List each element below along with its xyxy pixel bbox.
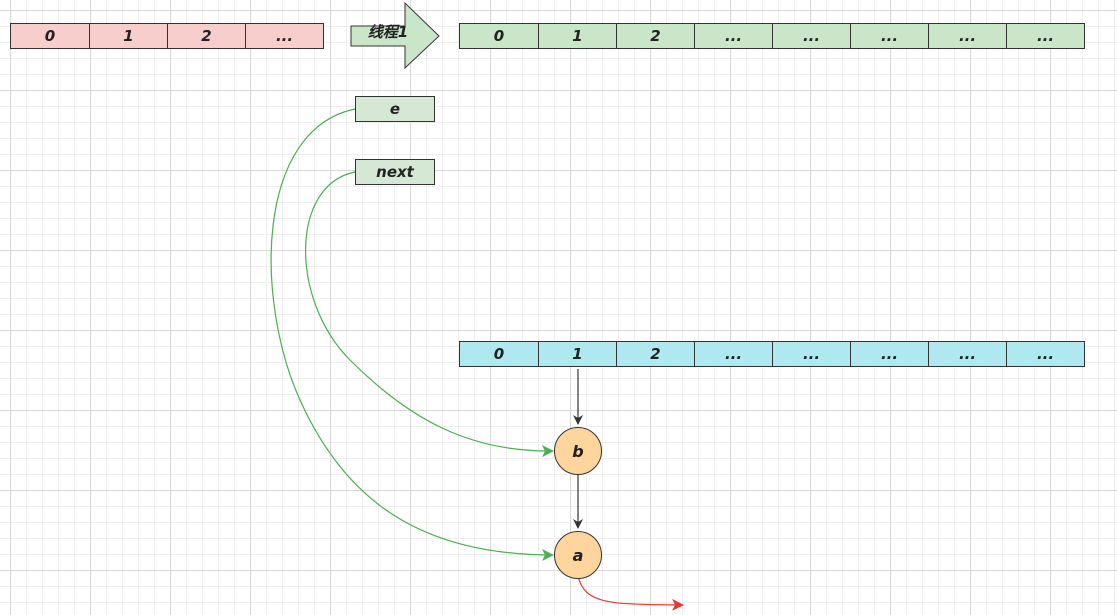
thread1-table-cell: 1	[538, 23, 617, 49]
old-table-cell: 0	[10, 23, 90, 49]
thread1-table-cell: ...	[928, 23, 1007, 49]
new-table: 0 1 2 ... ... ... ... ...	[459, 341, 1085, 367]
thread1-new-table: 0 1 2 ... ... ... ... ...	[459, 23, 1085, 49]
old-table-cell: 1	[89, 23, 168, 49]
thread1-table-cell: ...	[1006, 23, 1085, 49]
next-pointer-box: next	[355, 159, 435, 185]
old-table-cell: ...	[245, 23, 324, 49]
new-table-cell: 1	[538, 341, 617, 367]
thread-arrow-label: 线程1	[367, 23, 409, 41]
node-b: b	[554, 427, 602, 475]
new-table-cell: ...	[772, 341, 851, 367]
new-table-cell: 2	[616, 341, 695, 367]
new-table-cell: 0	[459, 341, 539, 367]
old-table: 0 1 2 ...	[10, 23, 324, 49]
thread1-table-cell: 2	[616, 23, 695, 49]
thread1-table-cell: ...	[772, 23, 851, 49]
new-table-cell: ...	[694, 341, 773, 367]
new-table-cell: ...	[1006, 341, 1085, 367]
thread1-table-cell: ...	[850, 23, 929, 49]
new-table-cell: ...	[850, 341, 929, 367]
node-a: a	[554, 531, 602, 579]
a-next-edge	[577, 575, 684, 611]
e-pointer-box: e	[355, 96, 435, 122]
new-table-cell: ...	[928, 341, 1007, 367]
next-pointer-edge	[305, 171, 554, 458]
thread1-table-cell: 0	[459, 23, 539, 49]
e-pointer-edge	[270, 108, 554, 561]
old-table-cell: 2	[167, 23, 246, 49]
thread-arrow-shape	[350, 1, 440, 70]
thread1-table-cell: ...	[694, 23, 773, 49]
